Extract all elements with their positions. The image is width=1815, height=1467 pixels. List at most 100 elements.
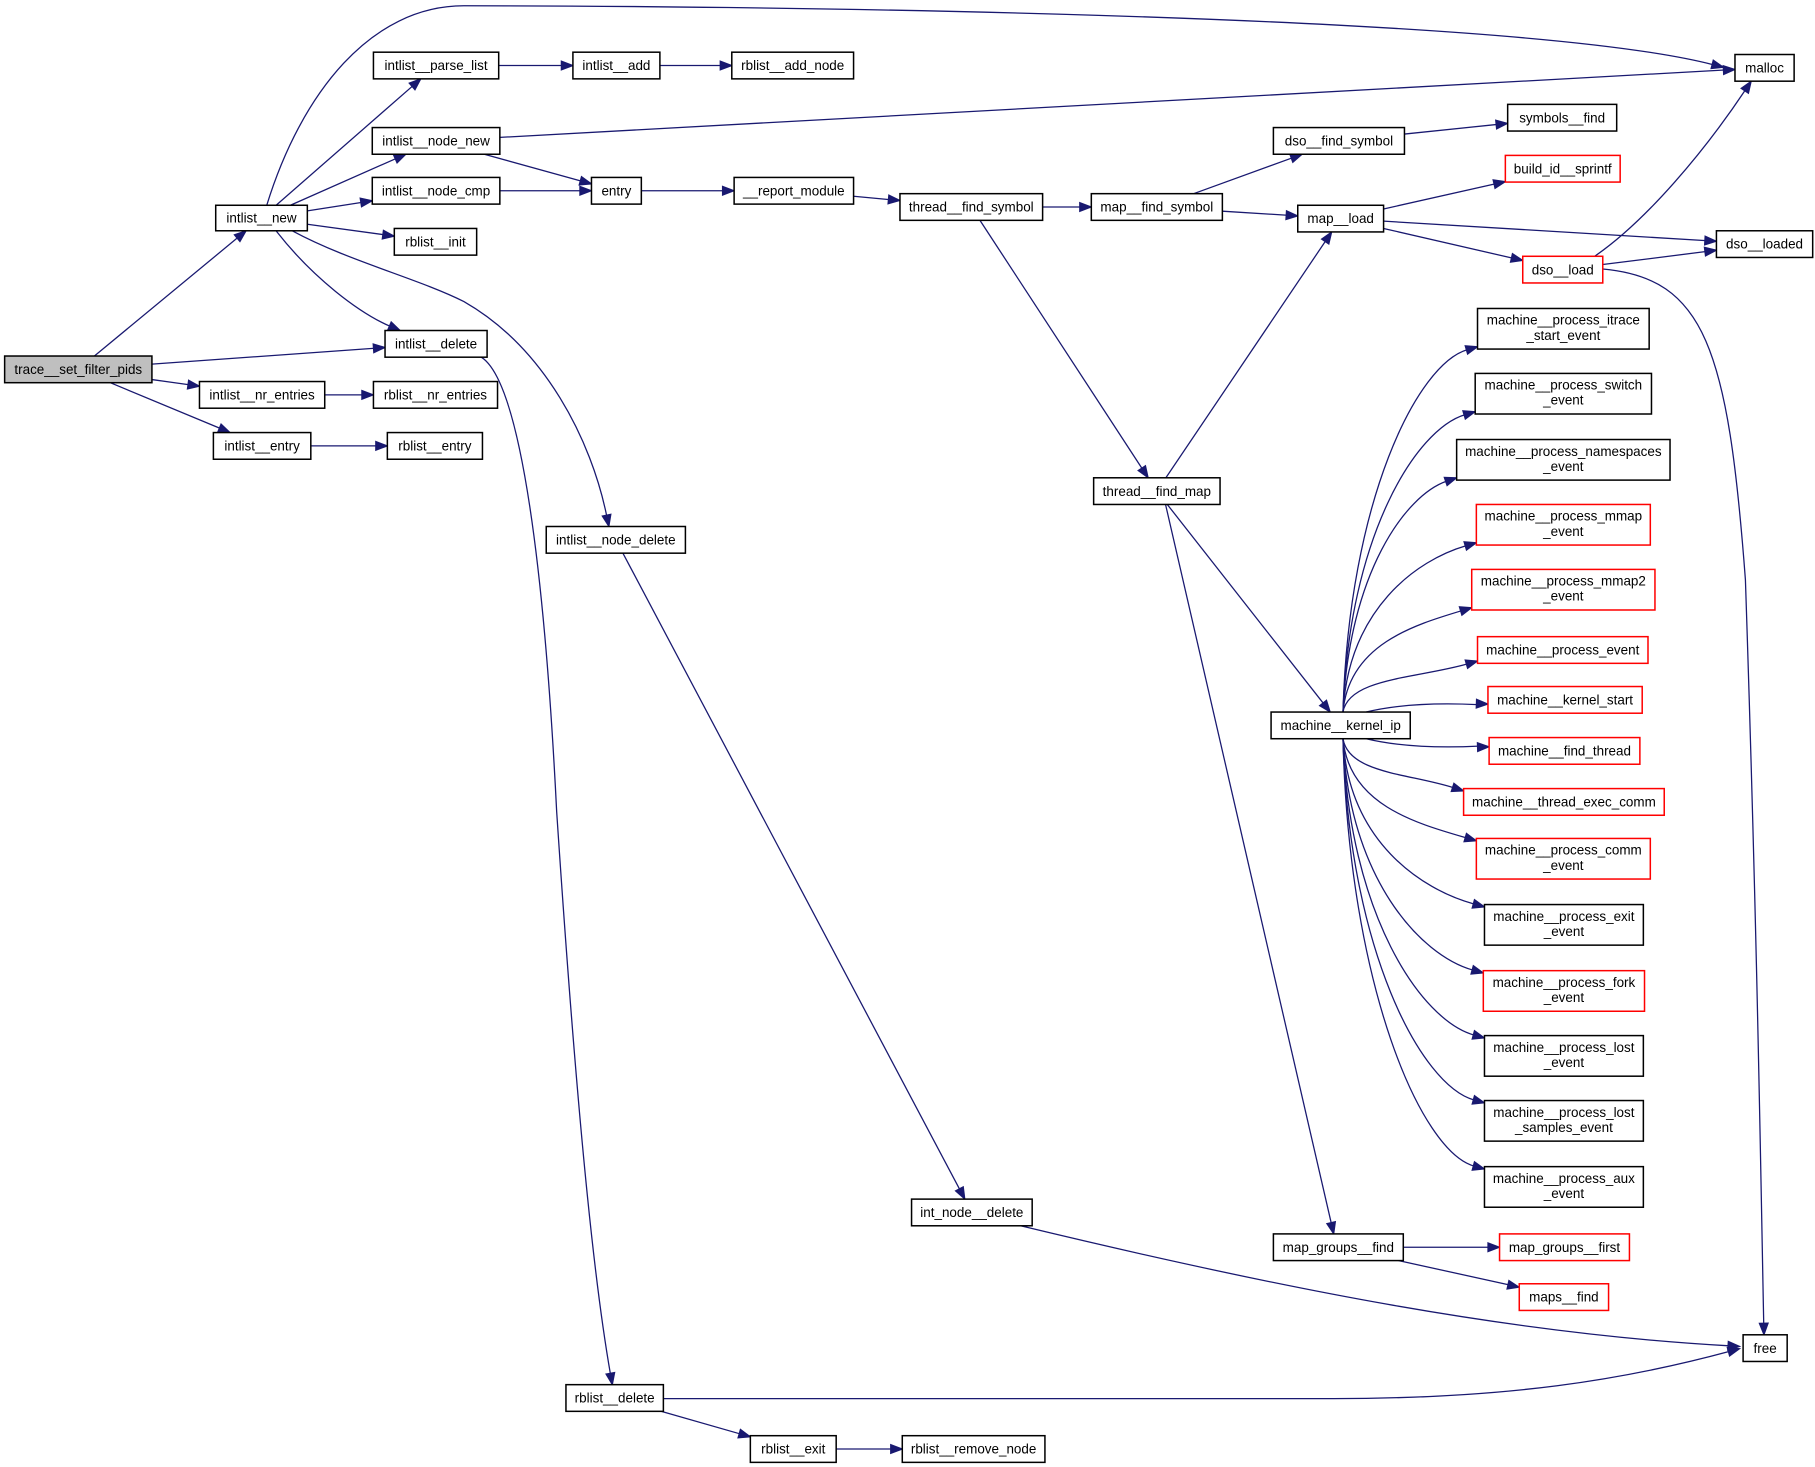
edge-line [1366, 738, 1479, 748]
node-rblist__delete[interactable]: rblist__delete [565, 1383, 665, 1413]
node-label: thread__find_symbol [909, 200, 1034, 215]
node-label: intlist__new [226, 211, 297, 226]
arrowhead-icon [1703, 235, 1719, 246]
node-label: maps__find [1529, 1290, 1598, 1305]
node-machine__kernel_start[interactable]: machine__kernel_start [1487, 685, 1643, 714]
node-intlist__node_delete[interactable]: intlist__node_delete [545, 525, 687, 554]
node-label: _event [1542, 393, 1584, 408]
node-thread__find_symbol[interactable]: thread__find_symbol [899, 192, 1044, 222]
node-intlist__add[interactable]: intlist__add [572, 51, 661, 80]
node-map_groups__find[interactable]: map_groups__find [1272, 1233, 1405, 1262]
node-box [372, 380, 499, 409]
node-__report_module[interactable]: __report_module [733, 176, 855, 205]
node-box [198, 380, 326, 409]
edge-line [1342, 738, 1454, 789]
node-dso__load[interactable]: dso__load [1521, 255, 1604, 284]
edge-trace__set_filter_pids-to-intlist__new [93, 229, 248, 357]
arrowhead-icon [381, 229, 396, 240]
edge-line [1342, 610, 1462, 713]
node-free[interactable]: free [1742, 1334, 1788, 1363]
node-label: int_node__delete [920, 1205, 1023, 1220]
edge-entry-to-__report_module [641, 185, 736, 197]
node-rblist__nr_entries[interactable]: rblist__nr_entries [372, 380, 499, 409]
node-machine__thread_exec_comm[interactable]: machine__thread_exec_comm [1462, 787, 1665, 817]
node-machine__process_mmap_event[interactable]: machine__process_mmap_event [1475, 503, 1652, 546]
node-intlist__delete[interactable]: intlist__delete [384, 329, 488, 358]
node-intlist__new[interactable]: intlist__new [214, 204, 309, 232]
arrowhead-icon [1476, 741, 1491, 753]
node-label: machine__process_itrace [1487, 313, 1640, 328]
node-machine__process_aux_event[interactable]: machine__process_aux_event [1483, 1165, 1645, 1208]
node-map__find_symbol[interactable]: map__find_symbol [1090, 192, 1224, 222]
node-machine__process_fork_event[interactable]: machine__process_fork_event [1482, 969, 1646, 1012]
node-dso__loaded[interactable]: dso__loaded [1715, 230, 1814, 259]
node-machine__process_itrace_start_event[interactable]: machine__process_itrace_start_event [1476, 307, 1650, 350]
node-map__load[interactable]: map__load [1297, 204, 1385, 233]
node-box [3, 355, 153, 384]
node-intlist__node_cmp[interactable]: intlist__node_cmp [371, 176, 501, 205]
node-machine__process_event[interactable]: machine__process_event [1476, 635, 1649, 665]
node-machine__process_comm_event[interactable]: machine__process_comm_event [1475, 837, 1652, 880]
node-maps__find[interactable]: maps__find [1518, 1283, 1610, 1312]
node-thread__find_map[interactable]: thread__find_map [1092, 477, 1221, 506]
node-label: _event [1543, 1055, 1585, 1070]
node-rblist__remove_node[interactable]: rblist__remove_node [901, 1434, 1046, 1464]
arrowhead-icon [361, 389, 376, 401]
node-machine__process_mmap2_event[interactable]: machine__process_mmap2_event [1470, 568, 1656, 611]
node-box [1498, 1233, 1631, 1262]
node-machine__process_lost_event[interactable]: machine__process_lost_event [1483, 1034, 1645, 1077]
node-dso__find_symbol[interactable]: dso__find_symbol [1272, 126, 1406, 155]
node-box [1470, 568, 1656, 611]
node-malloc[interactable]: malloc [1734, 53, 1795, 82]
node-label: rblist__exit [761, 1442, 825, 1457]
node-trace__set_filter_pids[interactable]: trace__set_filter_pids [3, 355, 153, 384]
node-box [384, 329, 488, 358]
node-intlist__parse_list[interactable]: intlist__parse_list [372, 51, 500, 80]
node-label: _event [1543, 924, 1585, 939]
node-rblist__entry[interactable]: rblist__entry [386, 431, 484, 460]
edge-dso__load-to-dso__loaded [1602, 246, 1719, 266]
edge-intlist__new-to-intlist__delete [275, 230, 402, 332]
node-machine__find_thread[interactable]: machine__find_thread [1488, 736, 1641, 765]
node-label: _event [1542, 589, 1584, 604]
edge-intlist__add-to-rblist__add_node [659, 60, 734, 71]
node-machine__process_namespaces_event[interactable]: machine__process_namespaces_event [1455, 438, 1671, 481]
node-symbols__find[interactable]: symbols__find [1506, 103, 1618, 132]
node-machine__process_switch_event[interactable]: machine__process_switch_event [1474, 372, 1653, 415]
arrowhead-icon [392, 153, 408, 164]
node-entry[interactable]: entry [590, 176, 643, 205]
edge-dso__load-to-malloc [1594, 79, 1753, 257]
node-machine__process_lost_samples_event[interactable]: machine__process_lost_samples_event [1483, 1099, 1645, 1142]
node-box [565, 1383, 665, 1413]
node-intlist__nr_entries[interactable]: intlist__nr_entries [198, 380, 326, 409]
node-rblist__exit[interactable]: rblist__exit [749, 1434, 837, 1464]
edge-intlist__node_cmp-to-entry [499, 185, 594, 197]
edge-intlist__new-to-malloc [266, 5, 1725, 206]
node-label: machine__find_thread [1498, 744, 1631, 759]
node-box [1488, 736, 1641, 765]
arrowhead-icon [1318, 699, 1332, 714]
node-label: intlist__parse_list [385, 58, 488, 73]
node-label: _samples_event [1514, 1120, 1613, 1135]
node-intlist__entry[interactable]: intlist__entry [212, 431, 312, 460]
edge-line [1366, 703, 1478, 713]
node-machine__process_exit_event[interactable]: machine__process_exit_event [1483, 903, 1645, 946]
node-box [733, 176, 855, 205]
node-rblist__init[interactable]: rblist__init [393, 227, 478, 256]
node-label: rblist__remove_node [911, 1442, 1037, 1457]
node-label: thread__find_map [1103, 484, 1211, 499]
node-intlist__node_new[interactable]: intlist__node_new [371, 126, 501, 155]
node-box [1297, 204, 1385, 233]
node-label: _event [1543, 990, 1585, 1005]
node-label: intlist__entry [224, 439, 300, 454]
arrowhead-icon [1463, 541, 1478, 552]
node-rblist__add_node[interactable]: rblist__add_node [731, 51, 855, 80]
node-int_node__delete[interactable]: int_node__delete [910, 1198, 1033, 1227]
node-build_id__sprintf[interactable]: build_id__sprintf [1504, 154, 1621, 183]
edge-machine__kernel_ip-to-machine__kernel_start [1366, 698, 1490, 713]
edge-intlist__node_delete-to-int_node__delete [622, 552, 966, 1201]
node-map_groups__first[interactable]: map_groups__first [1498, 1233, 1631, 1262]
edge-line [1164, 504, 1333, 1224]
node-machine__kernel_ip[interactable]: machine__kernel_ip [1270, 711, 1412, 740]
node-label: _event [1542, 459, 1584, 474]
